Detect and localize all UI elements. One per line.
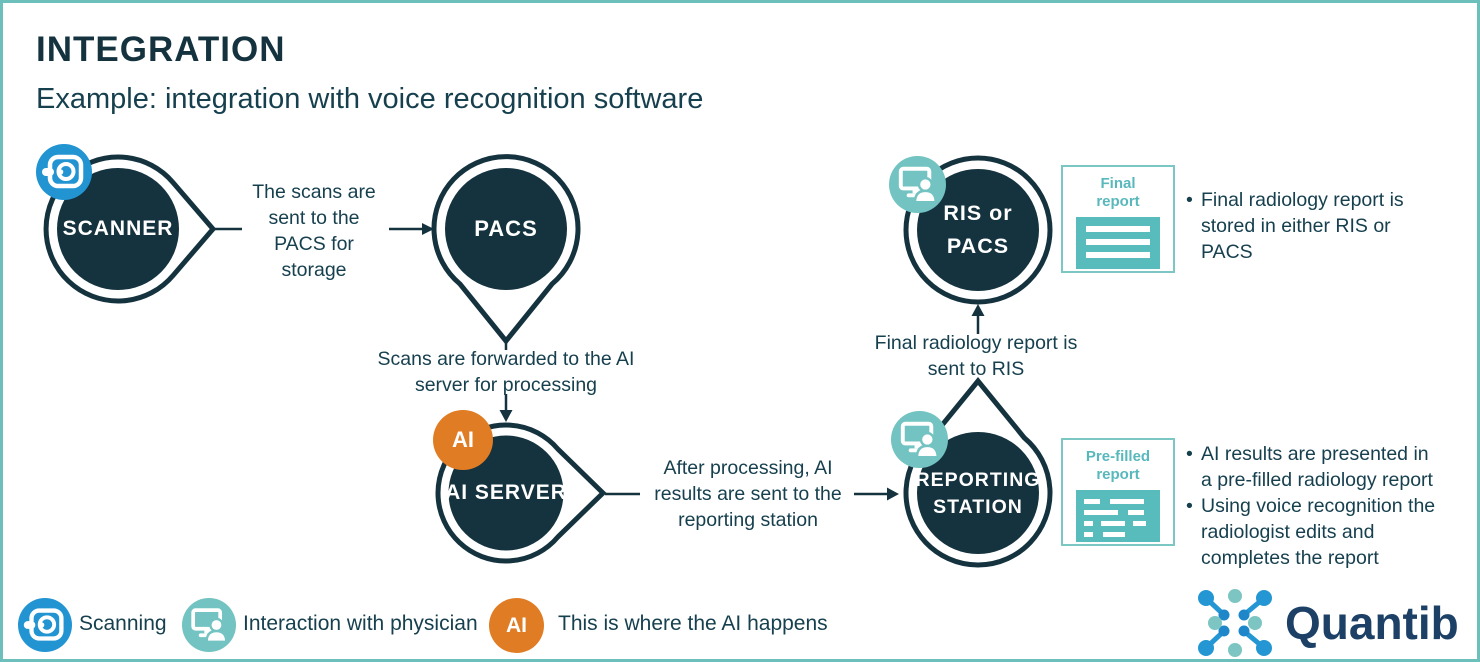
ris-label-line1: RIS or — [943, 201, 1013, 225]
mri-scanner-icon — [23, 608, 64, 641]
legend-label-ai: This is where the AI happens — [558, 612, 828, 635]
connector-text-scanner-to-pacs: The scans are sent to the PACS for stora… — [252, 181, 376, 281]
flow-diagram-shapes — [43, 154, 1053, 568]
reporting-physician-badge — [891, 411, 948, 468]
quantib-wordmark: Quantib — [1285, 597, 1459, 649]
document-icon — [1076, 217, 1160, 269]
scanner-badge — [36, 144, 92, 200]
final-report-card: Final report — [1061, 165, 1175, 273]
mri-scanner-icon — [42, 154, 84, 189]
legend-label-physician: Interaction with physician — [243, 612, 478, 635]
connector-lines — [215, 227, 980, 496]
quantib-logo: Quantib — [1193, 587, 1459, 659]
ai-badge-label: AI — [452, 427, 474, 452]
scanner-node-label: SCANNER — [62, 217, 174, 240]
note-item: Using voice recognition the radiologist … — [1185, 493, 1443, 571]
reporting-station-node-label: REPORTING STATION — [916, 467, 1041, 521]
document-draft-icon — [1076, 490, 1160, 542]
reporting-station-node-circle — [917, 432, 1039, 554]
reporting-label-line2: STATION — [933, 496, 1023, 518]
legend-ai-badge: AI — [489, 598, 544, 653]
legend-scanning-badge — [18, 598, 72, 652]
pacs-node-circle — [445, 168, 567, 290]
physician-icon — [191, 608, 228, 643]
prefilled-report-card-title: Pre-filled report — [1085, 448, 1151, 483]
ris-label-line2: PACS — [946, 234, 1010, 258]
prefilled-report-card: Pre-filled report — [1061, 438, 1175, 546]
scanner-node-circle — [57, 168, 179, 290]
arrowheads — [422, 223, 985, 501]
ris-physician-badge — [889, 156, 946, 213]
page-subtitle: Example: integration with voice recognit… — [36, 83, 704, 115]
legend-physician-badge — [182, 598, 236, 652]
connector-text-reporting-to-ris: Final radiology report is sent to RIS — [874, 332, 1078, 380]
ai-node-badge: AI — [433, 410, 493, 470]
reporting-label-line1: REPORTING — [915, 469, 1041, 491]
physician-icon — [900, 421, 939, 459]
note-item: AI results are presented in a pre-filled… — [1185, 441, 1443, 493]
ris-node-label: RIS or PACS — [943, 197, 1012, 263]
quantib-logo-mark — [1198, 589, 1272, 657]
ris-notes: Final radiology report is stored in eith… — [1185, 187, 1433, 265]
final-report-card-title: Final report — [1096, 175, 1140, 210]
physician-icon — [898, 166, 937, 204]
ai-server-node-label: AI SERVER — [445, 481, 567, 504]
ai-badge-label: AI — [506, 613, 527, 637]
pacs-node-label: PACS — [474, 216, 538, 241]
note-item: Final radiology report is stored in eith… — [1185, 187, 1433, 265]
ris-node-circle — [917, 169, 1039, 291]
legend-label-scanning: Scanning — [79, 612, 167, 635]
connector-text-ai-to-reporting: After processing, AI results are sent to… — [654, 457, 842, 531]
connector-text-pacs-to-ai-server: Scans are forwarded to the AI server for… — [377, 348, 635, 396]
reporting-notes: AI results are presented in a pre-filled… — [1185, 441, 1443, 571]
page-title: INTEGRATION — [36, 30, 286, 69]
